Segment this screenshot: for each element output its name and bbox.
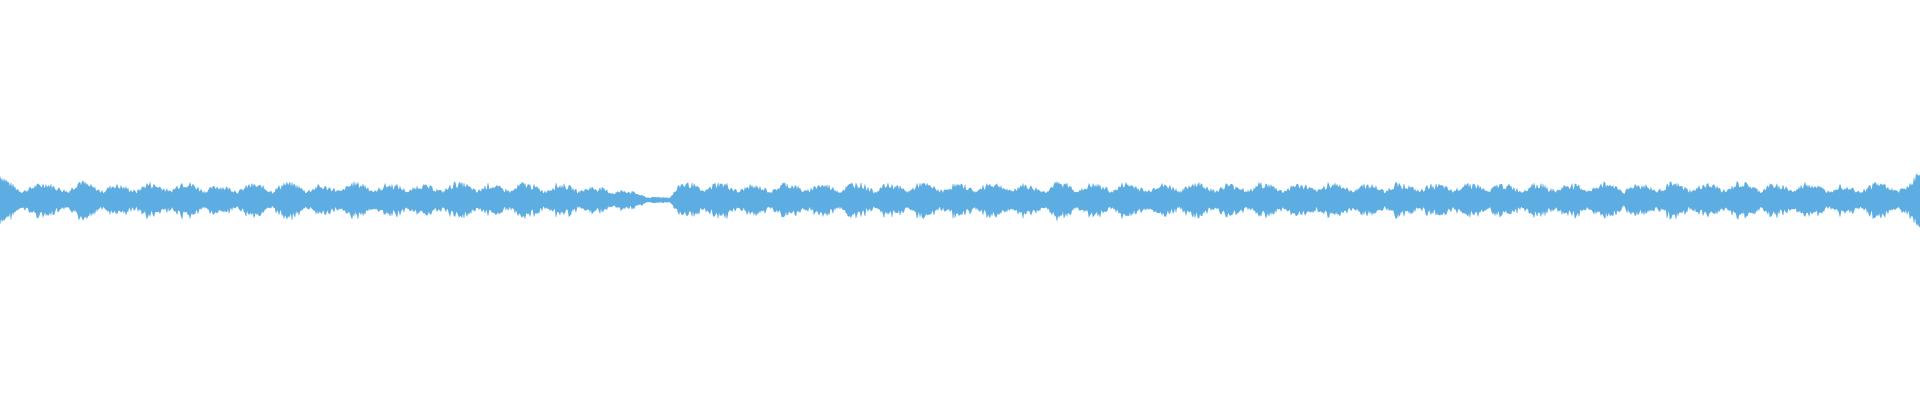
waveform-path bbox=[0, 173, 1920, 228]
waveform-bars bbox=[0, 173, 1920, 228]
